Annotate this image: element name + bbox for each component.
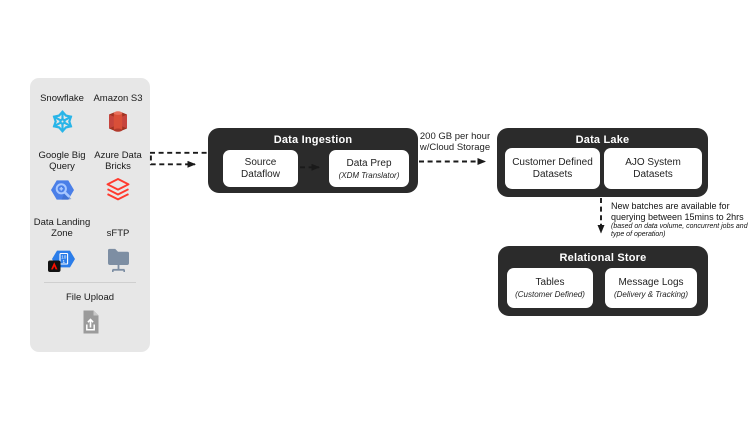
node-subtitle: (XDM Translator) [338, 170, 400, 180]
node-title: Source Dataflow [241, 156, 280, 180]
data-landing-zone-icon: 10 1 [46, 243, 78, 275]
panel-divider [44, 282, 136, 283]
group-title: Data Ingestion [273, 134, 353, 146]
throughput-label-line1: 200 GB per hour [419, 131, 491, 142]
google-bigquery-icon [48, 176, 77, 204]
node-data-prep: Data Prep (XDM Translator) [329, 150, 409, 187]
sidebar-item-snowflake: Snowflake [34, 92, 90, 136]
node-title: Message Logs [618, 277, 684, 288]
node-title: Customer Defined Datasets [512, 156, 593, 180]
note-line: (based on data volume, concurrent jobs a… [611, 223, 748, 230]
sidebar-item-file-upload: File Upload [34, 292, 146, 337]
azure-databricks-icon [104, 176, 132, 204]
note-line: querying between 15mins to 2hrs [611, 211, 744, 222]
snowflake-icon [48, 107, 77, 136]
relational-store-box: Relational Store Tables (Customer Define… [498, 246, 708, 316]
group-title: Data Lake [575, 134, 630, 146]
source-label: Azure Data Bricks [94, 150, 142, 172]
source-label: Google Big Query [38, 150, 86, 172]
throughput-label: 200 GB per hour w/Cloud Storage [416, 131, 494, 153]
group-title: Relational Store [559, 252, 647, 264]
node-ajo-system-datasets: AJO System Datasets [604, 148, 702, 189]
dlz-binary-digits: 1 [63, 259, 66, 264]
sidebar-item-google-bigquery: Google Big Query [34, 150, 90, 204]
sidebar-item-amazon-s3: Amazon S3 [90, 92, 146, 136]
node-title: AJO System Datasets [625, 156, 681, 180]
source-label: Amazon S3 [93, 93, 143, 104]
source-label: File Upload [65, 292, 115, 303]
batch-availability-note: New batches are available for querying b… [611, 201, 750, 239]
node-subtitle: (Delivery & Tracking) [613, 290, 689, 299]
sftp-icon [105, 244, 132, 274]
node-source-dataflow: Source Dataflow [223, 150, 298, 187]
sidebar-item-azure-databricks: Azure Data Bricks [90, 150, 146, 204]
node-title: Data Prep [346, 157, 392, 169]
throughput-label-line2: w/Cloud Storage [419, 142, 491, 153]
sources-row-1: Snowflake [34, 92, 146, 136]
sources-row-3: Data Landing Zone 10 1 sFTP [34, 217, 146, 275]
note-line: New batches are available for [611, 201, 730, 211]
sidebar-item-sftp: sFTP [90, 217, 146, 275]
file-upload-icon [76, 307, 105, 337]
note-line: type of operation) [611, 231, 666, 238]
sources-row-2: Google Big Query Azure Data Bricks [34, 150, 146, 204]
data-ingestion-box: Data Ingestion Source Dataflow Data Prep… [208, 128, 418, 193]
node-title: Tables [535, 277, 565, 288]
source-label: Data Landing Zone [33, 217, 91, 239]
source-label: Snowflake [40, 93, 84, 104]
node-subtitle: (Customer Defined) [515, 290, 585, 299]
source-label: sFTP [106, 228, 130, 239]
data-sources-panel: Snowflake [30, 78, 150, 352]
node-tables: Tables (Customer Defined) [507, 268, 593, 308]
dlz-binary-digits: 10 [61, 254, 67, 259]
node-message-logs: Message Logs (Delivery & Tracking) [605, 268, 697, 308]
sources-to-ingestion-arrow [149, 155, 196, 168]
node-customer-defined-datasets: Customer Defined Datasets [505, 148, 600, 189]
sidebar-item-data-landing-zone: Data Landing Zone 10 1 [34, 217, 90, 275]
data-lake-box: Data Lake Customer Defined Datasets AJO … [497, 128, 708, 197]
amazon-s3-icon [104, 107, 132, 136]
